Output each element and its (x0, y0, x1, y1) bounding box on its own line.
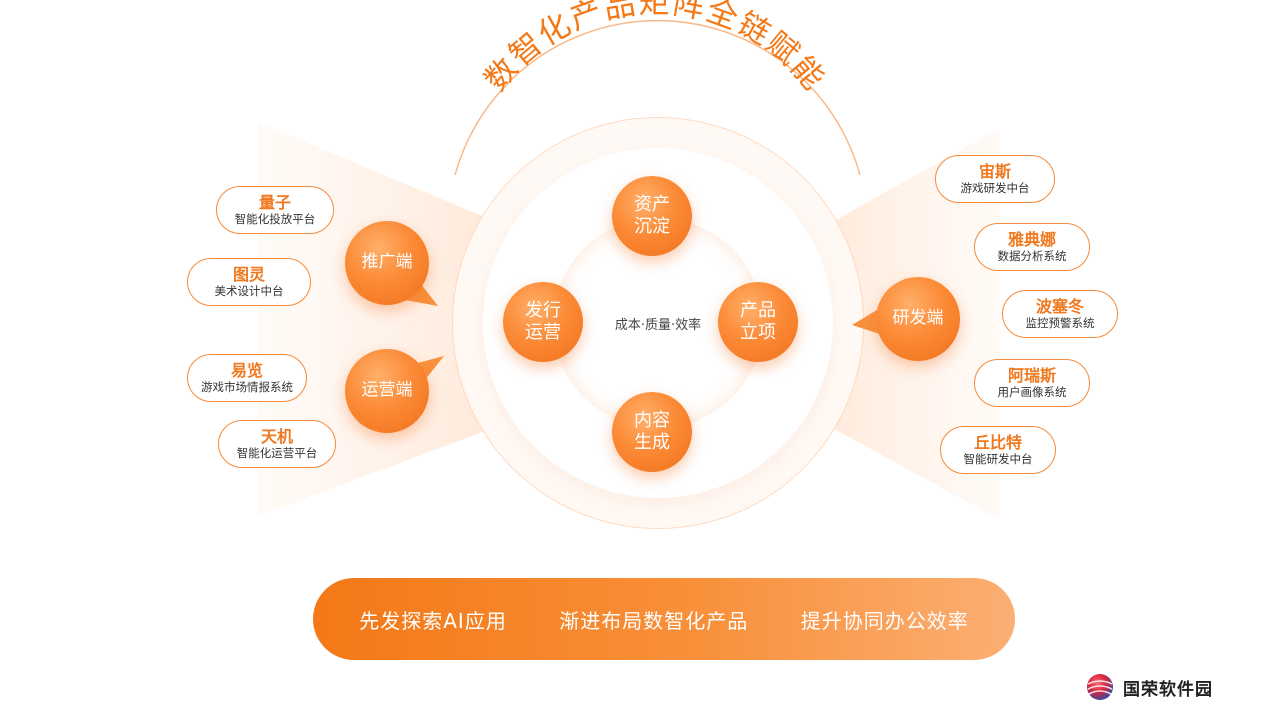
item-desc: 游戏研发中台 (960, 181, 1030, 196)
item-zeus: 宙斯 游戏研发中台 (935, 155, 1055, 203)
item-desc: 美术设计中台 (214, 284, 284, 299)
item-desc: 游戏市场情报系统 (201, 380, 293, 395)
node-product: 产品 立项 (718, 282, 798, 362)
node-operation: 发行 运营 (503, 282, 583, 362)
item-name: 丘比特 (973, 432, 1022, 452)
item-tianji: 天机 智能化运营平台 (218, 420, 336, 468)
item-desc: 智能化运营平台 (236, 446, 318, 461)
item-name: 阿瑞斯 (1007, 365, 1056, 385)
hub-promotion: 推广端 (345, 221, 429, 305)
item-name: 波塞冬 (1035, 296, 1084, 316)
bottom-banner: 先发探索AI应用 渐进布局数智化产品 提升协同办公效率 (313, 578, 1015, 660)
item-cupid: 丘比特 智能研发中台 (940, 426, 1056, 474)
item-name: 量子 (258, 192, 291, 212)
item-liangzi: 量子 智能化投放平台 (216, 186, 334, 234)
item-poseidon: 波塞冬 监控预警系统 (1002, 290, 1118, 338)
globe-logo-icon (1087, 674, 1113, 700)
item-desc: 数据分析系统 (997, 249, 1067, 264)
brand-logo: 国荣软件园 (1085, 672, 1213, 702)
item-yilan: 易览 游戏市场情报系统 (187, 354, 307, 402)
item-desc: 监控预警系统 (1025, 316, 1095, 331)
item-name: 图灵 (232, 264, 265, 284)
item-desc: 智能化投放平台 (234, 212, 316, 227)
node-content: 内容 生成 (612, 392, 692, 472)
hub-operation: 运营端 (345, 349, 429, 433)
node-asset: 资产 沉淀 (612, 176, 692, 256)
banner-text-products: 渐进布局数智化产品 (559, 608, 749, 633)
banner-text-efficiency: 提升协同办公效率 (800, 608, 969, 633)
item-tuling: 图灵 美术设计中台 (187, 258, 311, 306)
item-name: 雅典娜 (1007, 229, 1056, 249)
hub-rd: 研发端 (876, 277, 960, 361)
logo-text: 国荣软件园 (1123, 679, 1213, 700)
center-text: 成本·质量·效率 (614, 318, 702, 333)
item-desc: 智能研发中台 (963, 452, 1033, 467)
item-ares: 阿瑞斯 用户画像系统 (974, 359, 1090, 407)
item-desc: 用户画像系统 (997, 385, 1067, 400)
banner-text-ai: 先发探索AI应用 (359, 608, 507, 633)
item-athena: 雅典娜 数据分析系统 (974, 223, 1090, 271)
item-name: 天机 (260, 426, 293, 446)
item-name: 易览 (230, 360, 263, 380)
item-name: 宙斯 (978, 161, 1011, 181)
